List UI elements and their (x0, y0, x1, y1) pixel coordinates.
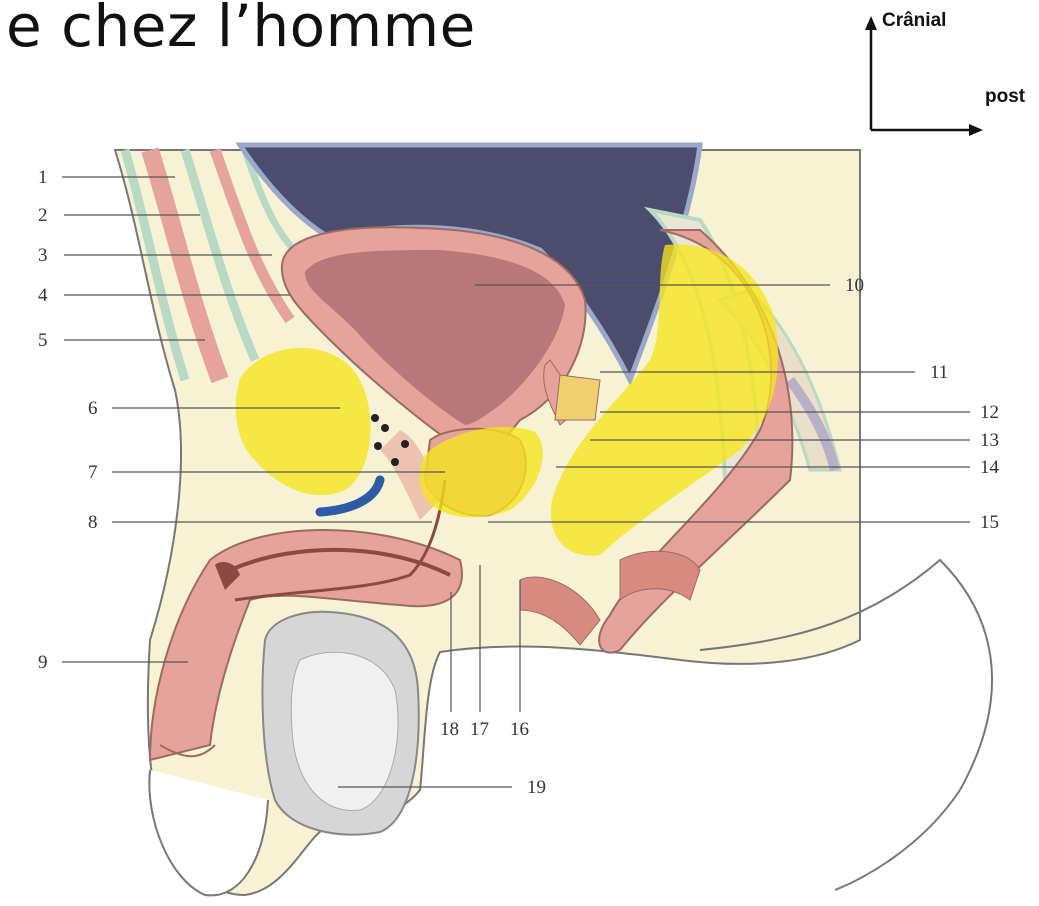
callout-6: 6 (88, 399, 98, 418)
callout-17: 17 (470, 720, 489, 739)
callout-10: 10 (845, 276, 864, 295)
callout-16: 16 (510, 720, 529, 739)
callout-3: 3 (38, 246, 48, 265)
callout-13: 13 (980, 431, 999, 450)
callout-1: 1 (38, 168, 48, 187)
callout-14: 14 (980, 458, 999, 477)
callout-7: 7 (88, 463, 98, 482)
callout-11: 11 (930, 363, 948, 382)
callout-2: 2 (38, 206, 48, 225)
callout-18: 18 (440, 720, 459, 739)
callout-4: 4 (38, 286, 48, 305)
callout-9: 9 (38, 653, 48, 672)
callout-15: 15 (980, 513, 999, 532)
callout-8: 8 (88, 513, 98, 532)
callout-5: 5 (38, 331, 48, 350)
callout-12: 12 (980, 403, 999, 422)
callout-19: 19 (527, 778, 546, 797)
